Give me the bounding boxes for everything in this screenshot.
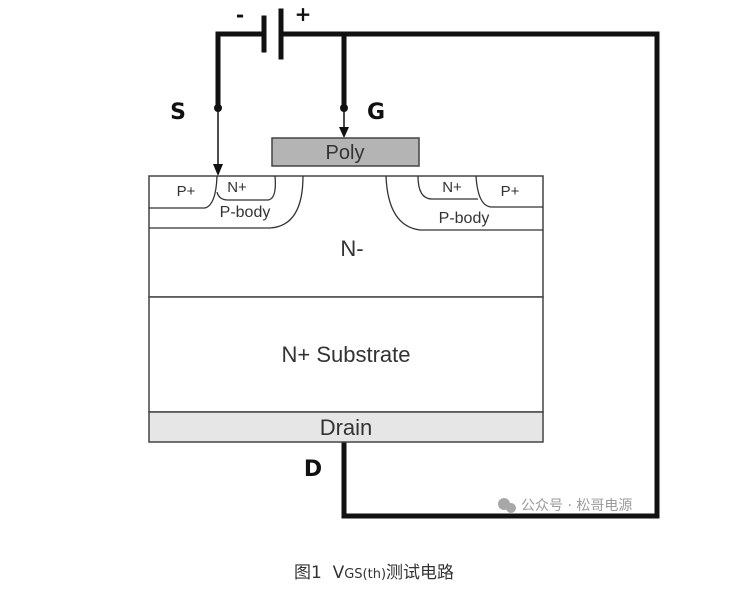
gate-arrow-icon	[339, 127, 349, 138]
left-p-plus-boundary	[149, 175, 218, 209]
drain-terminal-label: D	[304, 457, 322, 482]
caption-subscript: GS(th)	[344, 567, 387, 582]
figure-number: 图1	[293, 563, 322, 583]
drain-contact	[148, 411, 544, 443]
left-p-body-label: P-body	[220, 204, 271, 221]
source-terminal-label: S	[170, 100, 186, 125]
wechat-icon-bubble	[506, 503, 516, 513]
gate-node	[340, 104, 348, 112]
source-wire	[215, 31, 267, 111]
right-n-plus-label: N+	[442, 179, 462, 196]
source-arrow-icon	[213, 164, 223, 176]
figure-caption: 图1 VGS(th)测试电路	[0, 558, 748, 583]
battery-plus-sign: +	[295, 2, 312, 26]
right-n-plus-boundary	[417, 175, 478, 200]
n-plus-substrate	[148, 296, 544, 413]
poly-label: Poly	[326, 142, 365, 164]
drain-label: Drain	[320, 415, 373, 440]
gate-drain-wire	[278, 31, 660, 519]
battery-minus-sign: -	[236, 3, 244, 27]
right-p-body-label: P-body	[439, 210, 490, 227]
n-minus-label: N-	[340, 236, 363, 261]
left-p-plus-label: P+	[177, 183, 196, 200]
source-node	[214, 104, 222, 112]
right-p-body-boundary	[385, 175, 543, 231]
left-n-plus-boundary	[216, 175, 276, 201]
watermark: 公众号 · 松哥电源	[498, 498, 632, 514]
watermark-text: 公众号 · 松哥电源	[521, 498, 632, 514]
gate-terminal-label: G	[367, 100, 385, 125]
caption-v: V	[332, 563, 345, 583]
wiring	[215, 8, 660, 519]
right-p-plus-label: P+	[501, 183, 520, 200]
poly-gate	[271, 137, 420, 167]
right-p-plus-boundary	[475, 175, 543, 208]
substrate-label: N+ Substrate	[281, 342, 410, 367]
left-p-body-boundary	[149, 175, 304, 229]
left-n-plus-label: N+	[227, 179, 247, 196]
caption-rest: 测试电路	[386, 563, 455, 583]
